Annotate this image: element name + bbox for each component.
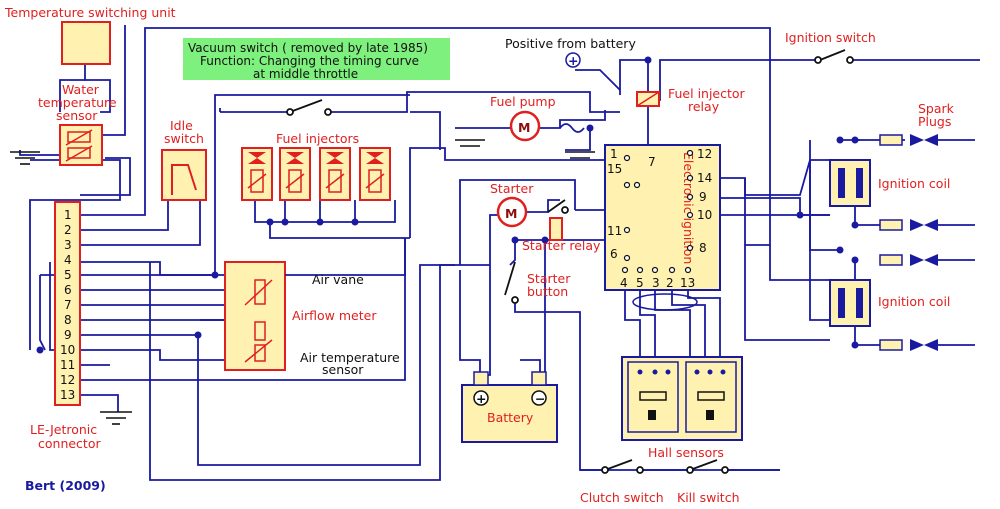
connector-pin: 8 (64, 313, 72, 327)
connector-pin: 12 (60, 373, 75, 387)
idle-switch-label-1: Idle (170, 118, 193, 133)
fuel-pump-motor (509, 110, 585, 142)
fuel-injectors-label: Fuel injectors (276, 131, 359, 146)
starter-m-symbol: M (505, 206, 517, 221)
connector-pin: 13 (60, 388, 75, 402)
vacuum-note-bg (183, 38, 450, 80)
ignition-pin: 9 (699, 190, 707, 204)
fuel-pump-m-symbol: M (518, 120, 530, 135)
ignition-coil-1-label: Ignition coil (878, 176, 950, 191)
starter-motor (496, 196, 528, 228)
ignition-pin: 4 (620, 276, 628, 290)
plus-symbol-text: + (568, 53, 578, 68)
ignition-pin: 13 (680, 276, 695, 290)
connector-pin: 1 (64, 208, 72, 222)
fuel-injector-relay-label-2: relay (688, 99, 720, 114)
air-vane-label: Air vane (312, 272, 364, 287)
hall-sensors-label: Hall sensors (648, 445, 724, 460)
air-temp-sensor-label-1: Air temperature (300, 350, 400, 365)
spark-plugs (879, 133, 975, 352)
clutch-switch-label: Clutch switch (580, 490, 664, 505)
vacuum-note-line-2: Function: Changing the timing curve (200, 54, 419, 68)
air-temp-sensor-label-2: sensor (322, 362, 364, 377)
hall-sensors (621, 293, 743, 441)
ignition-coil-2-symbol (829, 279, 871, 327)
battery-minus-symbol: − (535, 391, 545, 406)
ignition-pin: 10 (697, 208, 712, 222)
airflow-meter (224, 238, 406, 371)
water-temp-sensor (59, 124, 103, 166)
le-jetronic-label-1: LE-Jetronic (30, 422, 97, 437)
positive-from-battery-label: Positive from battery (505, 36, 636, 51)
fuel-injector-relay-label-1: Fuel injector (668, 86, 746, 101)
ground-symbols (10, 139, 595, 425)
ignition-pin: 8 (699, 241, 707, 255)
temp-switching-unit-box (61, 21, 111, 65)
wires (19, 25, 980, 481)
ignition-pin: 7 (648, 155, 656, 169)
ignition-pin-dots (621, 149, 694, 274)
battery (461, 371, 558, 443)
water-temp-label-2: temperature (38, 95, 117, 110)
vacuum-note-line-3: at middle throttle (253, 67, 358, 81)
kill-switch-label: Kill switch (677, 490, 740, 505)
starter-relay-coil (549, 217, 563, 241)
ignition-pin: 3 (652, 276, 660, 290)
connector-pin: 5 (64, 268, 72, 282)
airflow-meter-label: Airflow meter (292, 308, 377, 323)
idle-switch-label-2: switch (164, 131, 204, 146)
credit-label: Bert (2009) (25, 478, 106, 493)
connector-pin-labels: 1 2 3 4 5 6 7 8 9 10 11 12 13 (60, 208, 75, 402)
connector-pin: 7 (64, 298, 72, 312)
ignition-pin-labels: 1 15 11 6 7 12 14 9 10 8 4 5 3 2 13 (607, 147, 712, 290)
fuel-pump-label: Fuel pump (490, 94, 556, 109)
battery-label: Battery (487, 410, 534, 425)
fuel-injector-relay (636, 91, 660, 107)
ignition-pin: 11 (607, 224, 622, 238)
spark-plugs-label-1: Spark (918, 101, 955, 116)
ignition-switch-label: Ignition switch (785, 30, 876, 45)
temp-switching-unit-label: Temperature switching unit (4, 5, 176, 20)
battery-plus-symbol: + (476, 391, 486, 406)
ignition-pin: 12 (697, 147, 712, 161)
connector-pin: 9 (64, 328, 72, 342)
spark-plugs-label-2: Plugs (918, 114, 951, 129)
starter-button-label-2: button (527, 284, 568, 299)
ignition-pin: 1 (610, 147, 618, 161)
connector-pin: 6 (64, 283, 72, 297)
ignition-coil-2-label: Ignition coil (878, 294, 950, 309)
le-jetronic-connector (54, 201, 81, 406)
idle-switch-box (161, 149, 207, 201)
electronic-ignition-module (604, 144, 721, 291)
fuel-injectors (241, 147, 391, 201)
connector-pin: 4 (64, 253, 72, 267)
ignition-pin: 15 (607, 162, 622, 176)
ignition-pin: 2 (666, 276, 674, 290)
ignition-pin: 6 (610, 247, 618, 261)
connector-pin: 2 (64, 223, 72, 237)
connector-pin: 3 (64, 238, 72, 252)
le-jetronic-label-2: connector (38, 436, 101, 451)
starter-label: Starter (490, 181, 534, 196)
plus-terminal-icon (565, 52, 581, 68)
water-temp-label-1: Water (62, 82, 100, 97)
connector-pin: 10 (60, 343, 75, 357)
ignition-coil-1-symbol (829, 159, 871, 207)
starter-button-label-1: Starter (527, 271, 571, 286)
ignition-pin: 5 (636, 276, 644, 290)
vacuum-note-line-1: Vacuum switch ( removed by late 1985) (188, 41, 428, 55)
water-temp-label-3: sensor (56, 108, 98, 123)
connector-pin: 11 (60, 358, 75, 372)
ignition-pin: 14 (697, 171, 712, 185)
switch-symbols (286, 49, 854, 474)
labels: Temperature switching unit Water tempera… (4, 5, 955, 505)
junctions (36, 56, 859, 354)
starter-relay-label: Starter relay (522, 238, 601, 253)
